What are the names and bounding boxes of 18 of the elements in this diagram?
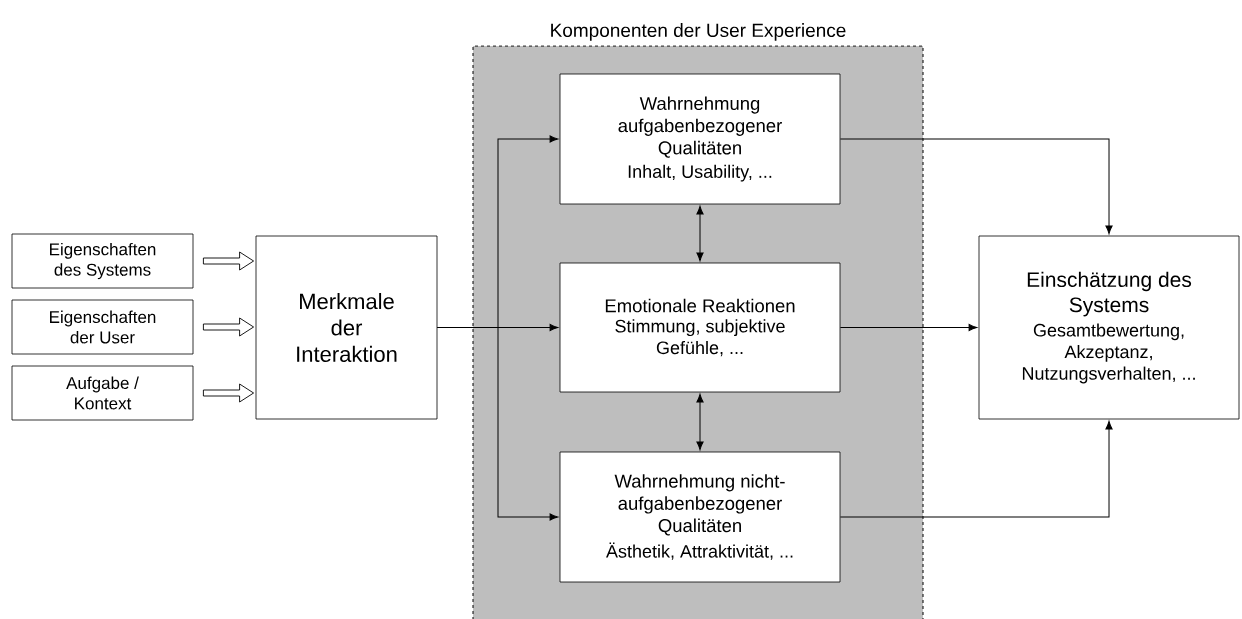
process-box: Merkmale der Interaktion: [255, 235, 438, 420]
arrow: [839, 138, 1113, 235]
arrow: [696, 393, 704, 451]
input-box: Aufgabe / Kontext: [11, 365, 194, 421]
arrow: [839, 323, 978, 332]
arrow: [436, 327, 559, 521]
arrow: [839, 420, 1113, 518]
arrow: [696, 205, 704, 262]
component-box: Wahrnehmung aufgabenbezogener Qualitäten Inhalt, Usability, ...: [559, 73, 841, 205]
hollow-arrow: [202, 317, 255, 337]
hollow-arrow: [202, 383, 255, 403]
hollow-arrow: [202, 251, 255, 271]
component-box: Emotionale Reaktionen Stimmung, subjektive Gefühle, ...: [559, 262, 841, 393]
input-box: Eigenschaften des Systems: [11, 233, 194, 289]
result-box: Einschätzung des Systems Gesamtbewertung, Akzeptanz, Nutzungsverhalten, ...: [978, 235, 1240, 420]
component-box: Wahrnehmung nicht-aufgabenbezogener Qualitäten Ästhetik, Attraktivität, ...: [559, 451, 841, 583]
group-title: Komponenten der User Experience: [551, 23, 846, 41]
input-box: Eigenschaften der User: [11, 299, 194, 355]
